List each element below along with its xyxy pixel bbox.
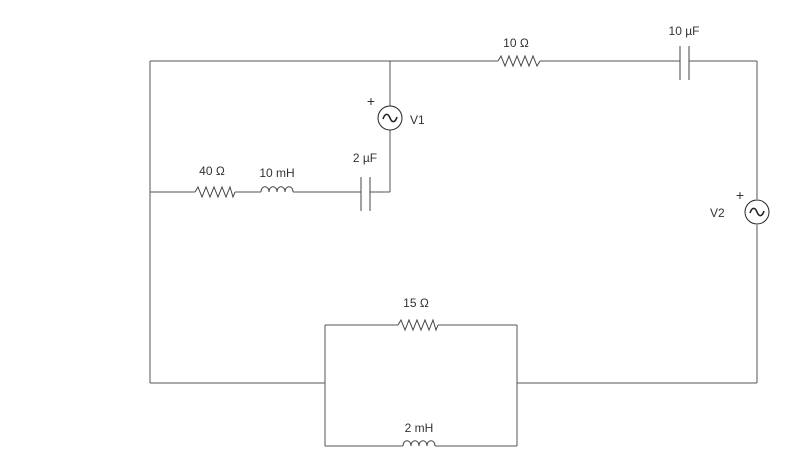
- inductor-coil-icon: [402, 440, 436, 447]
- source-v2: + V2: [710, 187, 770, 225]
- source-v1: + V1: [367, 93, 425, 131]
- inductor-2mh: 2 mH: [402, 421, 436, 447]
- sine-wave-icon: [382, 113, 398, 123]
- capacitor-10uf: 10 µF: [669, 24, 700, 80]
- resistor-10ohm-label: 10 Ω: [503, 36, 529, 50]
- resistor-15ohm: 15 Ω: [397, 296, 439, 332]
- v2-plus-sign: +: [736, 187, 744, 203]
- wires: [149, 60, 758, 447]
- capacitor-2uf-label: 2 µF: [353, 151, 377, 165]
- resistor-15ohm-label: 15 Ω: [403, 296, 429, 310]
- sine-wave-icon: [749, 207, 765, 217]
- inductor-10mh: 10 mH: [259, 166, 295, 193]
- v1-plus-sign: +: [367, 93, 375, 109]
- resistor-40ohm-label: 40 Ω: [199, 164, 225, 178]
- inductor-10mh-label: 10 mH: [259, 166, 294, 180]
- capacitor-10uf-label: 10 µF: [669, 24, 700, 38]
- resistor-40ohm: 40 Ω: [194, 164, 236, 199]
- resistor-zigzag-icon: [497, 54, 541, 68]
- resistor-10ohm: 10 Ω: [497, 36, 541, 68]
- v1-label: V1: [410, 113, 425, 127]
- resistor-zigzag-icon: [194, 185, 236, 199]
- resistor-zigzag-icon: [397, 318, 439, 332]
- inductor-coil-icon: [260, 186, 294, 193]
- inductor-2mh-label: 2 mH: [405, 421, 434, 435]
- v2-label: V2: [710, 206, 725, 220]
- capacitor-2uf: 2 µF: [353, 151, 377, 211]
